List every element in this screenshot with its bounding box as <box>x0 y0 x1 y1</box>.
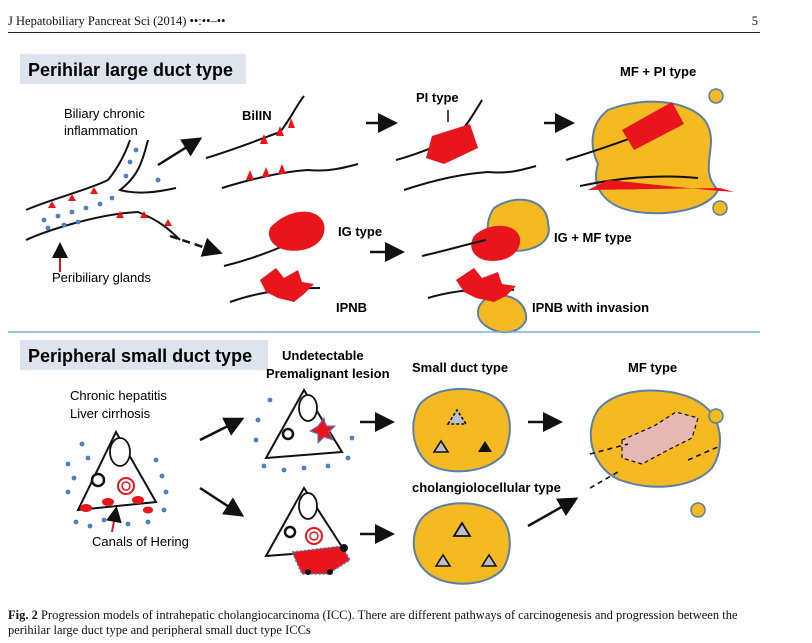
small-duct-tumor <box>412 388 511 473</box>
bile-duct-chl <box>283 525 297 539</box>
mf-satellite-2 <box>690 502 706 518</box>
arrow-to-premalignant <box>199 417 245 442</box>
mf-pi-lesion-lower <box>588 180 734 192</box>
label-peribiliary-glands: Peribiliary glands <box>52 270 151 285</box>
caption-label: Fig. 2 <box>8 608 38 622</box>
arrow-to-ig <box>169 234 223 257</box>
label-ig-type: IG type <box>338 224 382 239</box>
chl-gland-2 <box>434 553 452 567</box>
peribiliary-gland-marks <box>48 187 172 226</box>
artery-origin-inner <box>121 481 131 491</box>
label-ipnb: IPNB <box>336 300 367 315</box>
figure: Perihilar large duct type Biliary chroni… <box>8 40 760 600</box>
label-inflammation: inflammation <box>64 123 138 138</box>
running-head: J Hepatobiliary Pancreat Sci (2014) ••:•… <box>8 10 760 33</box>
ipnb-invasion-mass <box>477 294 528 334</box>
section-title-box-bottom <box>20 340 268 370</box>
bilin-lesions <box>246 118 295 180</box>
label-undetectable: Undetectable <box>282 348 364 363</box>
premalignant-lesion-red <box>308 416 337 445</box>
portal-vein-premalignant <box>298 394 318 422</box>
ig-mf-lesion <box>471 225 521 261</box>
label-premalignant-lesion: Premalignant lesion <box>266 366 390 381</box>
satellite-nodule-1 <box>708 88 724 104</box>
label-mf-pi-type: MF + PI type <box>620 64 696 79</box>
arrow-to-bilin <box>157 137 203 167</box>
canals-of-hering-marks <box>80 496 153 514</box>
section-title-bottom: Peripheral small duct type <box>28 346 252 366</box>
premalignant-dots <box>253 397 355 473</box>
portal-vein-chl <box>298 492 318 520</box>
small-duct-gland-3 <box>478 441 492 452</box>
ig-tumor <box>268 211 325 251</box>
page-number: 5 <box>751 14 758 28</box>
duct-bifurcation <box>25 139 181 241</box>
chl-gland-1 <box>452 521 472 537</box>
label-small-duct-type: Small duct type <box>412 360 508 375</box>
mf-satellite-1 <box>708 408 724 424</box>
small-duct-gland-1 <box>446 408 468 425</box>
mf-pi-lesion-upper <box>622 102 684 150</box>
label-mf-type: MF type <box>628 360 677 375</box>
label-pi-type: PI type <box>416 90 459 105</box>
mf-dashed-lines <box>589 443 721 489</box>
bile-duct-premalignant <box>281 427 295 441</box>
inflammation-dots <box>41 147 161 231</box>
chl-black-nodes <box>305 544 348 575</box>
section-title-top: Perihilar large duct type <box>28 60 233 80</box>
portal-triangle-origin <box>76 429 158 512</box>
section-title-box-top <box>20 54 246 84</box>
label-ipnb-invasion: IPNB with invasion <box>532 300 649 315</box>
ipnb-invasion-lesion <box>456 268 516 302</box>
label-canals-of-hering: Canals of Hering <box>92 534 189 549</box>
label-ig-mf-type: IG + MF type <box>554 230 632 245</box>
small-duct-gland-2 <box>432 439 450 453</box>
caption-text: Progression models of intrahepatic chola… <box>8 608 738 637</box>
label-liver-cirrhosis: Liver cirrhosis <box>70 406 151 421</box>
bile-duct-origin <box>90 472 106 488</box>
journal-citation: J Hepatobiliary Pancreat Sci (2014) ••:•… <box>8 14 226 28</box>
hepatitis-dots <box>65 441 169 529</box>
satellite-nodule-2 <box>712 200 728 216</box>
label-biliary-chronic: Biliary chronic <box>64 106 145 121</box>
portal-vein-origin <box>109 437 131 467</box>
chl-proliferation <box>290 545 352 575</box>
arrow-to-cholangiolocellular-precursor <box>199 486 245 517</box>
label-bilin: BilIN <box>242 108 272 123</box>
figure-caption: Fig. 2 Progression models of intrahepati… <box>8 608 760 638</box>
pi-tumor <box>426 124 478 164</box>
pointer-canals <box>105 506 122 533</box>
artery-chl-inner <box>309 531 319 541</box>
ipnb-tumor <box>260 268 314 302</box>
chl-gland-3 <box>480 553 498 567</box>
label-chronic-hepatitis: Chronic hepatitis <box>70 388 167 403</box>
duct-bilin <box>205 95 359 189</box>
label-cholangiolocellular-type: cholangiolocellular type <box>412 480 561 495</box>
figure-diagram: Perihilar large duct type Biliary chroni… <box>8 54 760 585</box>
mf-pink-region <box>621 411 699 465</box>
chl-tumor <box>412 502 511 585</box>
arrow-chl-to-mf <box>527 497 579 528</box>
